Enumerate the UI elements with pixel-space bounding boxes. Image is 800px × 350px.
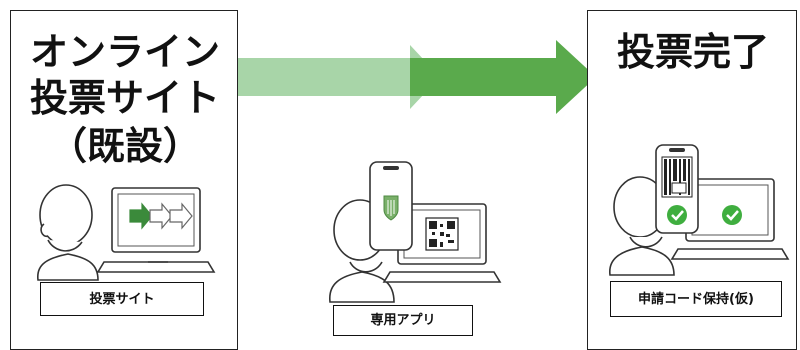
smartphone-icon xyxy=(369,161,413,251)
panel-title-line1: オンライン xyxy=(29,30,220,74)
arrow-light-icon xyxy=(238,45,440,109)
application-code-caption: 申請コード保持(仮) xyxy=(610,281,782,317)
voting-site-caption: 投票サイト xyxy=(40,282,204,316)
dedicated-app-caption: 専用アプリ xyxy=(333,305,473,336)
person-icon xyxy=(609,176,675,276)
panel-title-line3: （既設） xyxy=(48,124,201,168)
user-with-code-right xyxy=(609,144,790,276)
process-arrows-icon xyxy=(129,202,193,230)
barcode-icon xyxy=(661,156,693,198)
arrow-dark-icon xyxy=(410,40,596,114)
person-icon xyxy=(37,184,99,281)
flow-arrows xyxy=(238,40,596,114)
laptop-icon xyxy=(96,187,216,273)
user-at-laptop-left xyxy=(37,184,216,281)
check-icon xyxy=(722,205,742,225)
panel-title-line2: 投票サイト xyxy=(29,76,220,120)
qr-code-icon xyxy=(425,217,459,251)
panel-title: 投票完了 xyxy=(616,30,769,74)
user-with-app-middle xyxy=(329,161,502,303)
check-icon xyxy=(667,205,687,225)
smartphone-icon xyxy=(655,144,699,234)
